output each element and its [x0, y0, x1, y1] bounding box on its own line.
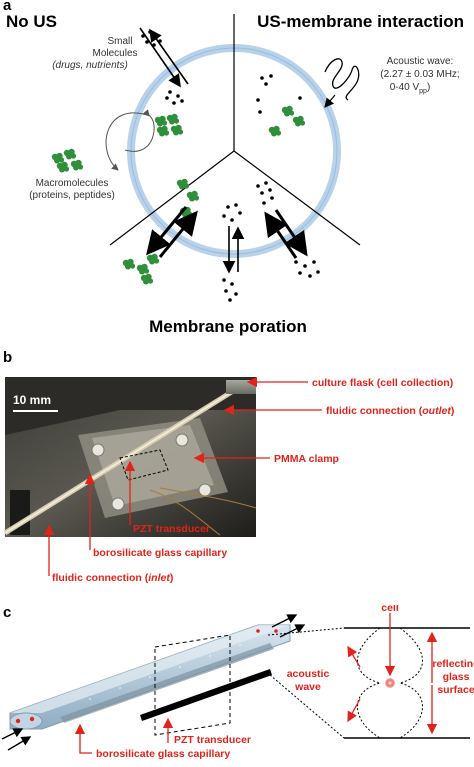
flow-arrows-out: [271, 614, 306, 638]
flow-arrows-in: [1, 728, 32, 751]
cross-section-detail: [344, 627, 470, 739]
svg-text:(proteins, peptides): (proteins, peptides): [29, 190, 115, 201]
panel-c-letter: c: [3, 605, 11, 621]
pzt-transducer-label: PZT transducer: [133, 523, 210, 535]
pzt-transducer-label-c: PZT transducer: [174, 734, 251, 746]
poration-arrow-right: [264, 209, 308, 259]
panel-b-letter: b: [3, 350, 12, 366]
panel-a-diagram: a No US US-membrane interaction Small Mo…: [3, 0, 464, 336]
svg-text:0-40 Vpp): 0-40 Vpp): [390, 82, 431, 95]
acoustic-wave-icon: [324, 58, 360, 101]
divider-left: [109, 150, 235, 246]
section-plane: [154, 634, 231, 736]
inlet-label: fluidic connection (inlet): [52, 572, 173, 584]
blocked-arrow-1: [105, 112, 151, 171]
small-molecule-out-arrow: [149, 28, 189, 85]
svg-text:wave: wave: [294, 681, 321, 693]
panel-c-diagram: c: [1, 605, 474, 760]
macromolecules-poration-inside: [176, 178, 200, 218]
membrane-poration-title: Membrane poration: [149, 317, 307, 336]
svg-text:surface: surface: [437, 684, 474, 696]
us-membrane-title: US-membrane interaction: [257, 12, 464, 31]
poration-arrow-middle: [222, 226, 245, 274]
cell-marker: [385, 678, 395, 688]
acoustic-wave-pointer-up: [347, 645, 361, 668]
svg-text:Molecules: Molecules: [92, 48, 137, 59]
macromolecules-poration-outside: [122, 253, 160, 285]
panel-b-photo-figure: b 10 mm culture flask (cell col: [3, 350, 454, 584]
macromolecules-outside: [51, 148, 84, 173]
culture-flask-label: culture flask (cell collection): [312, 377, 453, 389]
divider-right: [233, 150, 361, 246]
small-molecules-label: Small: [107, 36, 132, 47]
acoustic-wave-label-c: acoustic: [287, 668, 330, 680]
capillary-label-c: borosilicate glass capillary: [96, 748, 230, 760]
pmma-clamp-label: PMMA clamp: [274, 453, 339, 465]
acoustic-wave-pointer-down: [347, 698, 361, 723]
scale-bar-label: 10 mm: [13, 393, 51, 407]
svg-text:(drugs, nutrients): (drugs, nutrients): [52, 60, 128, 71]
capillary-pointer-c: [74, 723, 92, 754]
cell-label: cell: [381, 605, 399, 614]
small-molecule-in-arrow: [139, 27, 181, 88]
small-molecule-dots-poration-outside: [222, 260, 320, 302]
panel-a-letter: a: [3, 0, 12, 14]
no-us-title: No US: [6, 12, 57, 31]
poration-arrow-left: [146, 206, 198, 258]
pzt-transducer-bar: [140, 669, 272, 721]
small-molecule-dots-us: [256, 74, 302, 114]
capillary-label: borosilicate glass capillary: [93, 547, 227, 559]
macromolecules-us: [268, 105, 306, 137]
blocked-arrow-2: [124, 109, 155, 152]
acoustic-wave-label: Acoustic wave:: [387, 56, 454, 67]
setup-photo: [3, 377, 257, 537]
capillary-3d: [9, 624, 291, 730]
macromolecules-label: Macromolecules: [36, 178, 109, 189]
small-molecule-dots-inside: [165, 90, 184, 105]
outlet-label: fluidic connection (outlet): [326, 405, 454, 417]
small-molecule-dots-poration-inside: [222, 181, 274, 222]
svg-text:glass: glass: [443, 671, 470, 683]
svg-text:(2.27 ± 0.03 MHz;: (2.27 ± 0.03 MHz;: [380, 69, 459, 80]
